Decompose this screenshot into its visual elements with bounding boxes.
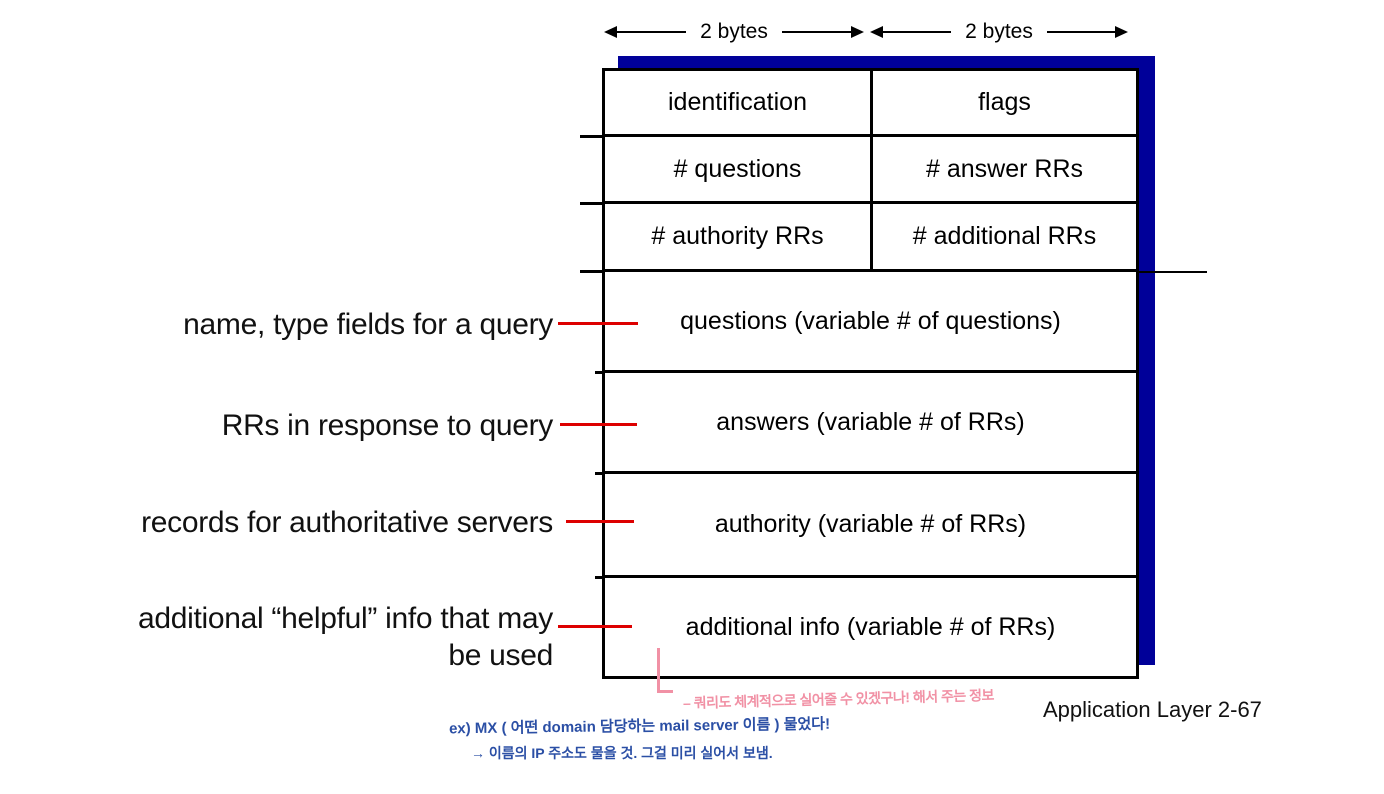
table-row: identification flags xyxy=(605,71,1136,137)
handwritten-note-blue-2: → 이름의 IP 주소도 물을 것. 그걸 미리 실어서 보냄. xyxy=(471,745,773,761)
row-divider-tick xyxy=(595,576,602,579)
table-row: # authority RRs # additional RRs xyxy=(605,204,1136,272)
callout-label-additional-line1: additional “helpful” info that may xyxy=(137,602,553,635)
table-row: # questions # answer RRs xyxy=(605,137,1136,204)
cell-num-answer-rrs: # answer RRs xyxy=(926,154,1083,183)
row-divider-tick xyxy=(580,270,602,273)
callout-line-authority xyxy=(566,520,634,523)
table-row: answers (variable # of RRs) xyxy=(605,373,1136,474)
cell-num-authority-rrs: # authority RRs xyxy=(605,204,873,269)
arrowhead-right-icon xyxy=(1115,26,1128,38)
arrow-line xyxy=(883,31,952,33)
cell-num-questions: # questions xyxy=(605,137,873,201)
pink-connector-vertical xyxy=(657,648,660,692)
table-row: authority (variable # of RRs) xyxy=(605,474,1136,578)
cell-identification: identification xyxy=(605,71,873,134)
row-divider-tick xyxy=(595,371,602,374)
callout-line-questions xyxy=(558,322,638,325)
cell-flags: flags xyxy=(978,88,1031,116)
cell-questions-section: questions (variable # of questions) xyxy=(680,306,1061,335)
callout-line-additional xyxy=(558,625,632,628)
arrowhead-left-icon xyxy=(604,26,617,38)
table-row: additional info (variable # of RRs) xyxy=(605,578,1136,676)
arrowhead-right-icon xyxy=(851,26,864,38)
arrow-line xyxy=(617,31,687,33)
arrow-line xyxy=(1046,31,1115,33)
byte-width-arrow-right: 2 bytes xyxy=(870,20,1128,44)
byte-label-right: 2 bytes xyxy=(965,20,1033,43)
handwritten-note-pink: – 쿼리도 체계적으로 실어줄 수 있겠구나! 해서 주는 정보 xyxy=(682,686,995,712)
handwritten-note-blue-1: ex) MX ( 어떤 domain 담당하는 mail server 이름 )… xyxy=(448,715,831,738)
callout-line-answers xyxy=(560,423,637,426)
byte-label-left: 2 bytes xyxy=(700,20,768,43)
dns-message-table: identification flags # questions # answe… xyxy=(602,68,1139,679)
callout-label-additional: additional “helpful” info that may be us… xyxy=(138,600,553,674)
row-divider-tick xyxy=(580,135,602,138)
cell-answers-section: answers (variable # of RRs) xyxy=(716,407,1025,436)
callout-label-query-fields: name, type fields for a query xyxy=(183,308,553,341)
arrowhead-left-icon xyxy=(870,26,883,38)
cell-num-additional-rrs: # additional RRs xyxy=(912,222,1097,250)
cell-additional-section: additional info (variable # of RRs) xyxy=(685,612,1056,641)
row-divider-tick xyxy=(595,472,602,475)
cell-authority-section: authority (variable # of RRs) xyxy=(714,510,1027,538)
arrow-line xyxy=(781,31,851,33)
row-divider-tick xyxy=(580,202,602,205)
header-boundary-stub-line xyxy=(1139,271,1207,273)
callout-label-additional-line2: be used xyxy=(448,639,553,672)
pink-connector-horizontal xyxy=(657,690,673,693)
table-row: questions (variable # of questions) xyxy=(605,272,1136,373)
callout-label-authoritative: records for authoritative servers xyxy=(141,506,553,539)
slide-page-label: Application Layer 2-67 xyxy=(1043,697,1262,722)
callout-label-response-rrs: RRs in response to query xyxy=(221,409,554,442)
byte-width-arrow-left: 2 bytes xyxy=(604,20,864,44)
